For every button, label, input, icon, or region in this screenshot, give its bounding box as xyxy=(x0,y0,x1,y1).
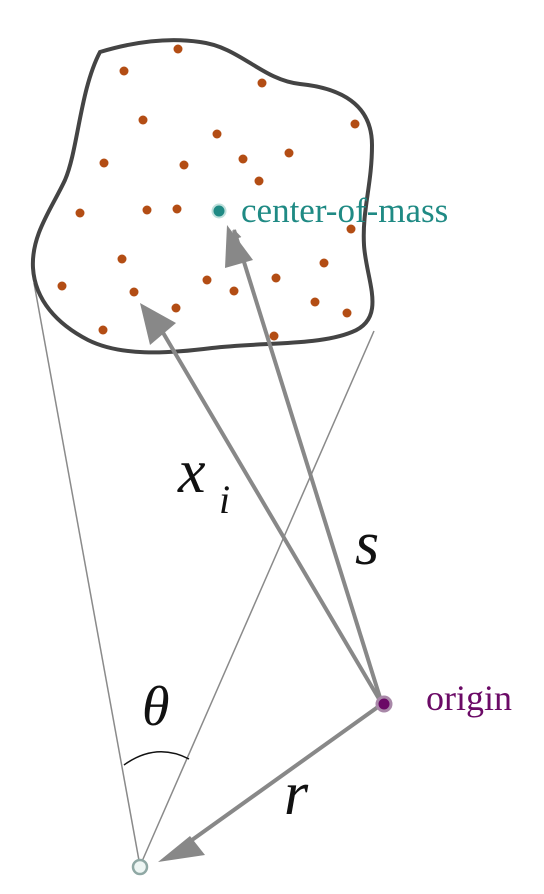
vector-xi-arrowhead xyxy=(140,303,176,345)
particle xyxy=(284,148,294,158)
particle xyxy=(99,158,109,168)
particle xyxy=(171,303,181,313)
observer-point xyxy=(131,858,149,876)
vector-s-arrow xyxy=(231,229,384,705)
particle xyxy=(142,205,152,215)
particle xyxy=(117,254,127,264)
particle xyxy=(257,78,267,88)
vector-s-arrowhead xyxy=(225,225,253,268)
particle xyxy=(212,129,222,139)
particle xyxy=(310,297,320,307)
center-of-mass-label: center-of-mass xyxy=(241,191,448,230)
theta-label: θ xyxy=(142,676,170,738)
center-of-mass-marker xyxy=(211,203,227,219)
particle xyxy=(269,331,279,341)
theta-arc xyxy=(123,751,190,766)
origin-label: origin xyxy=(426,678,512,718)
particle xyxy=(138,115,148,125)
particle xyxy=(350,119,360,129)
particle xyxy=(129,287,139,297)
origin-point xyxy=(375,695,393,713)
particle xyxy=(229,286,239,296)
particles xyxy=(57,44,360,341)
vector-xi-arrow xyxy=(150,312,384,706)
particle xyxy=(238,154,248,164)
particle xyxy=(342,308,352,318)
vector-r-arrow xyxy=(176,702,384,852)
cone-line-right xyxy=(139,330,375,867)
particle xyxy=(179,160,189,170)
particle xyxy=(319,258,329,268)
particle xyxy=(202,275,212,285)
particle xyxy=(346,224,356,234)
body-outline xyxy=(30,38,375,355)
particle xyxy=(172,204,182,214)
vector-r-arrowhead xyxy=(158,836,205,862)
s-label: s xyxy=(355,510,379,578)
particle xyxy=(57,281,67,291)
particle xyxy=(173,44,183,54)
particle xyxy=(75,208,85,218)
particle xyxy=(254,176,264,186)
particle xyxy=(98,325,108,335)
particle xyxy=(119,66,129,76)
particle xyxy=(271,273,281,283)
r-label: r xyxy=(284,760,309,828)
x-label: x xyxy=(177,438,206,506)
cone-line-left xyxy=(33,282,141,867)
x-subscript-label: i xyxy=(219,477,230,522)
